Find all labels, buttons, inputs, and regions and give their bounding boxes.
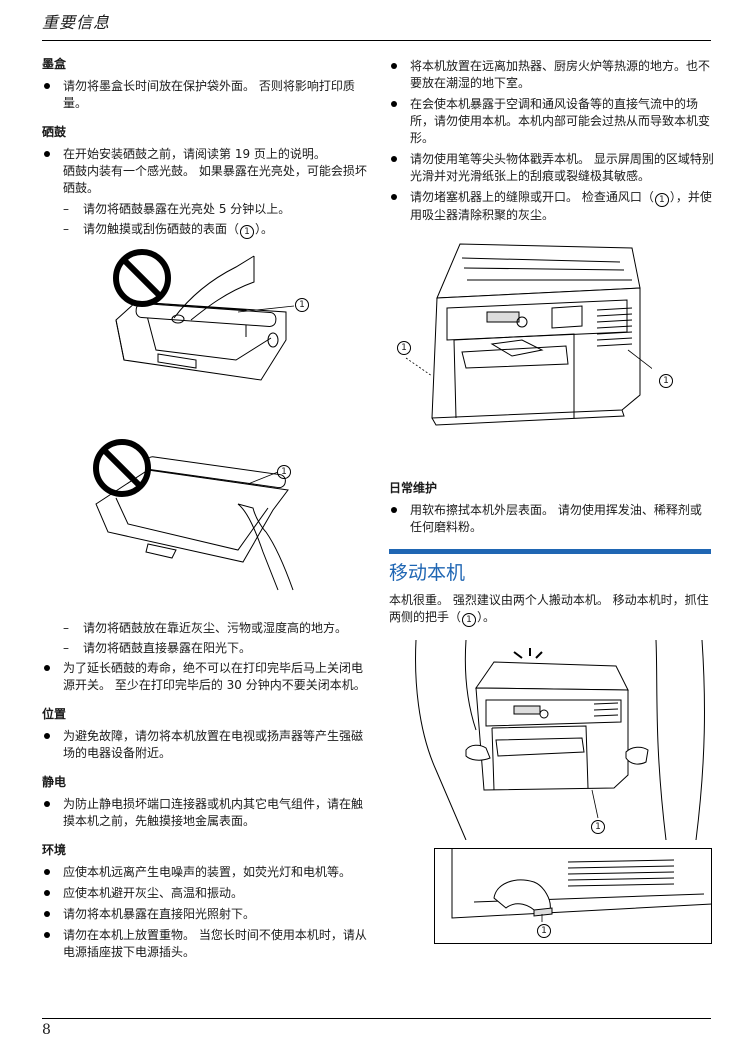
moving-machine-illustration [415, 640, 705, 840]
footer-rule [42, 1018, 711, 1019]
callout-1-machine-right: 1 [659, 374, 673, 388]
section-bar [389, 549, 711, 554]
drum-heading: 硒鼓 [42, 125, 67, 139]
right-item-2: 在会使本机暴露于空调和通风设备等的直接气流中的场所，请勿使用本机。本机内部可能会… [389, 96, 715, 147]
callout-1-handle: 1 [537, 924, 551, 938]
header-rule [42, 40, 711, 41]
daily-list: 用软布擦拭本机外层表面。 请勿使用挥发油、稀释剂或任何磨料粉。 [389, 502, 713, 536]
static-list: 为防止静电损坏端口连接器或机内其它电气组件，请在触摸本机之前，先触摸接地金属表面… [42, 796, 368, 830]
drum-touch-prohibited-illustration [113, 249, 295, 381]
move-text: 本机很重。 强烈建议由两个人搬动本机。 移动本机时，抓住两侧的把手（1）。 [389, 592, 713, 627]
page-number: 8 [42, 1022, 51, 1038]
move-text-body: 本机很重。 强烈建议由两个人搬动本机。 移动本机时，抓住两侧的把手（ [389, 593, 709, 624]
drum-sub-3: 请勿将硒鼓放在靠近灰尘、污物或湿度高的地方。 [42, 620, 368, 637]
right-column: 将本机放置在远离加热器、厨房火炉等热源的地方。也不要放在潮湿的地下室。 在会使本… [389, 58, 715, 228]
environment-item-3: 请勿将本机暴露在直接阳光照射下。 [42, 906, 368, 923]
environment-list: 应使本机远离产生电噪声的装置，如荧光灯和电机等。 应使本机避开灰尘、高温和振动。… [42, 864, 368, 961]
location-item: 为避免故障，请勿将本机放置在电视或扬声器等产生强磁场的电器设备附近。 [42, 728, 368, 762]
callout-1-marker: 1 [240, 225, 255, 239]
drum-sub-1: 请勿将硒鼓暴露在光亮处 5 分钟以上。 [42, 201, 368, 218]
ink-item: 请勿将墨盒长时间放在保护袋外面。 否则将影响打印质量。 [42, 78, 368, 112]
static-item: 为防止静电损坏端口连接器或机内其它电气组件，请在触摸本机之前，先触摸接地金属表面… [42, 796, 368, 830]
drum-sub-2: 请勿触摸或刮伤硒鼓的表面（1）。 [42, 221, 368, 239]
left-column-lower: 请勿将硒鼓放在靠近灰尘、污物或湿度高的地方。 请勿将硒鼓直接暴露在阳光下。 为了… [42, 620, 368, 965]
environment-item-4: 请勿在本机上放置重物。 当您长时间不使用本机时，请从电源插座拔下电源插头。 [42, 927, 368, 961]
drum-sub-2-end: ）。 [255, 222, 274, 236]
ink-heading: 墨盒 [42, 57, 67, 71]
callout-1-drum-bottom: 1 [277, 465, 291, 479]
page-header-title: 重要信息 [42, 13, 111, 32]
location-heading: 位置 [42, 707, 67, 721]
move-section-title: 移动本机 [389, 562, 466, 584]
daily-item: 用软布擦拭本机外层表面。 请勿使用挥发油、稀释剂或任何磨料粉。 [389, 502, 713, 536]
environment-item-1: 应使本机远离产生电噪声的装置，如荧光灯和电机等。 [42, 864, 368, 881]
right-list: 将本机放置在远离加热器、厨房火炉等热源的地方。也不要放在潮湿的地下室。 在会使本… [389, 58, 715, 224]
daily-heading: 日常维护 [389, 481, 438, 495]
daily-maintenance-section: 日常维护 用软布擦拭本机外层表面。 请勿使用挥发油、稀释剂或任何磨料粉。 [389, 480, 713, 540]
callout-1-marker-move: 1 [462, 613, 477, 627]
handle-detail-illustration [434, 848, 712, 944]
vent-text: 请勿堵塞机器上的缝隙或开口。 检查通风口（ [410, 190, 654, 204]
drum-item-1: 在开始安装硒鼓之前，请阅读第 19 页上的说明。 硒鼓内装有一个感光鼓。 如果暴… [42, 146, 368, 197]
callout-1-machine-left: 1 [397, 341, 411, 355]
drum-item-2: 为了延长硒鼓的寿命，绝不可以在打印完毕后马上关闭电源开关。 至少在打印完毕后的 … [42, 660, 368, 694]
drum-list-lower: 为了延长硒鼓的寿命，绝不可以在打印完毕后马上关闭电源开关。 至少在打印完毕后的 … [42, 660, 368, 694]
environment-item-2: 应使本机避开灰尘、高温和振动。 [42, 885, 368, 902]
ink-list: 请勿将墨盒长时间放在保护袋外面。 否则将影响打印质量。 [42, 78, 368, 112]
drum-item-1-line-2: 硒鼓内装有一个感光鼓。 如果暴露在光亮处，可能会损坏硒鼓。 [63, 164, 367, 195]
move-text-end: ）。 [477, 610, 496, 624]
drum-sub-4: 请勿将硒鼓直接暴露在阳光下。 [42, 640, 368, 657]
machine-vent-illustration [405, 243, 652, 426]
callout-1-drum-top: 1 [295, 298, 309, 312]
drum-list: 在开始安装硒鼓之前，请阅读第 19 页上的说明。 硒鼓内装有一个感光鼓。 如果暴… [42, 146, 368, 197]
drum-sublist-lower: 请勿将硒鼓放在靠近灰尘、污物或湿度高的地方。 请勿将硒鼓直接暴露在阳光下。 [42, 620, 368, 657]
callout-1-move-top: 1 [591, 820, 605, 834]
right-item-vent: 请勿堵塞机器上的缝隙或开口。 检查通风口（1），并使用吸尘器清除积聚的灰尘。 [389, 189, 715, 224]
drum-sublist: 请勿将硒鼓暴露在光亮处 5 分钟以上。 请勿触摸或刮伤硒鼓的表面（1）。 [42, 201, 368, 239]
drum-item-1-line-1: 在开始安装硒鼓之前，请阅读第 19 页上的说明。 [63, 147, 326, 161]
static-heading: 静电 [42, 775, 67, 789]
right-item-1: 将本机放置在远离加热器、厨房火炉等热源的地方。也不要放在潮湿的地下室。 [389, 58, 715, 92]
vent-text-end: ），并使用吸尘器清除积聚的灰尘。 [410, 190, 712, 222]
left-column: 墨盒 请勿将墨盒长时间放在保护袋外面。 否则将影响打印质量。 硒鼓 在开始安装硒… [42, 56, 368, 242]
callout-1-marker-vent: 1 [654, 193, 669, 207]
right-item-3: 请勿使用笔等尖头物体戳弄本机。 显示屏周围的区域特别光滑并对光滑纸张上的刮痕或裂… [389, 151, 715, 185]
drum-sub-2-text: 请勿触摸或刮伤硒鼓的表面（ [83, 222, 240, 236]
location-list: 为避免故障，请勿将本机放置在电视或扬声器等产生强磁场的电器设备附近。 [42, 728, 368, 762]
environment-heading: 环境 [42, 843, 67, 857]
drum-sunlight-prohibited-illustration [93, 439, 294, 591]
